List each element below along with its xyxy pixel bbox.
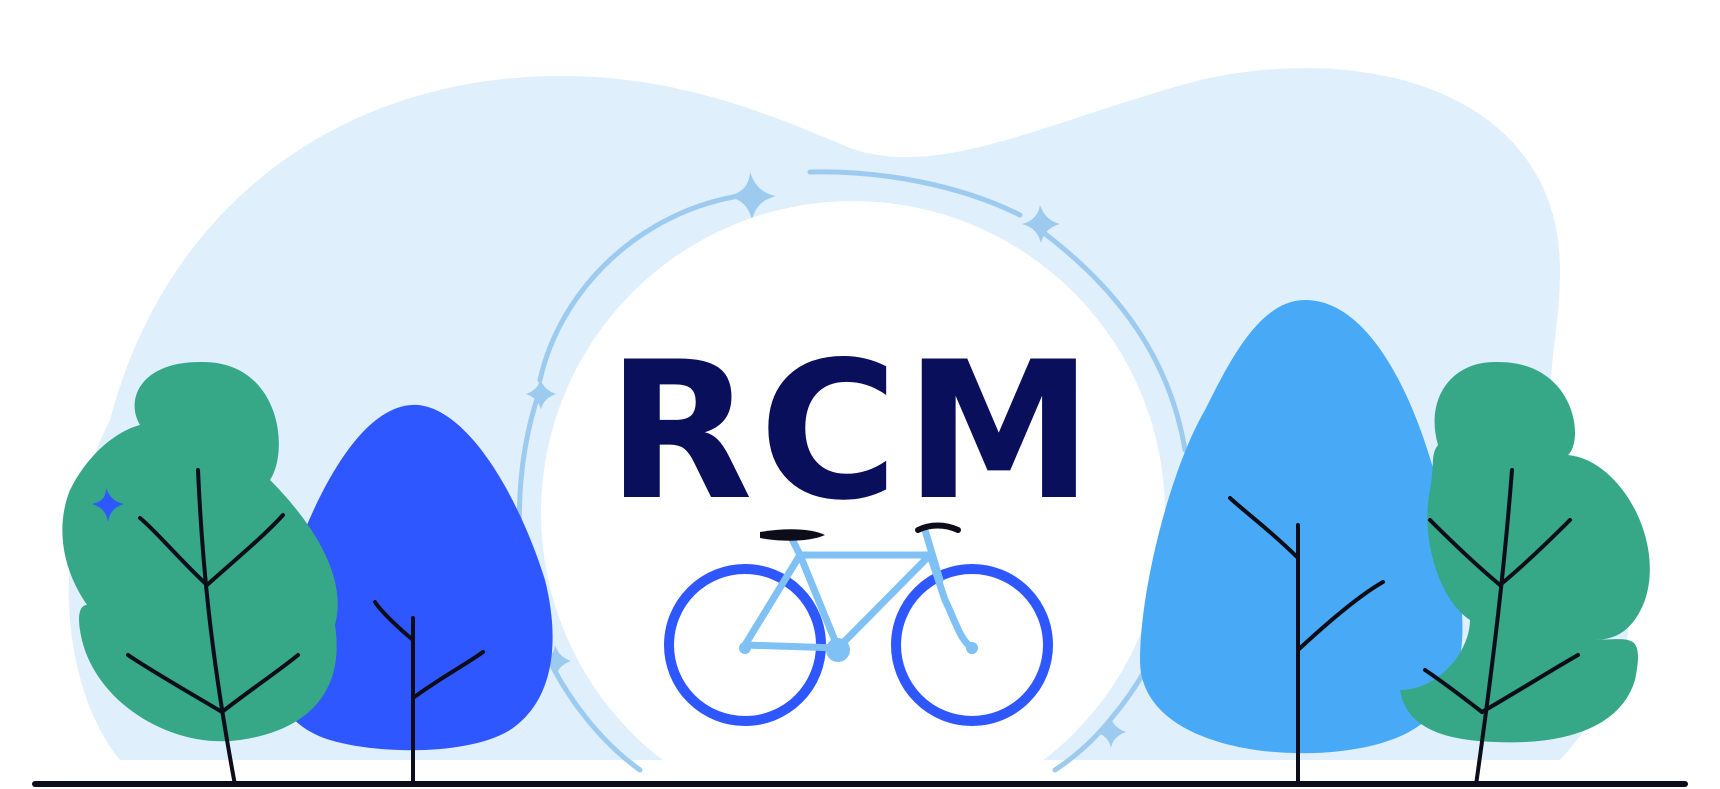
logo-circle (541, 201, 1165, 789)
logo-title: RCM (607, 321, 1100, 542)
tree-sky-blue-right (1140, 300, 1463, 787)
tree-green-left (62, 361, 338, 787)
bicycle-icon (664, 522, 1053, 726)
tree-green-right (1400, 361, 1650, 787)
tree-royal-blue-left (270, 404, 553, 787)
sparkle-icon (92, 488, 124, 522)
